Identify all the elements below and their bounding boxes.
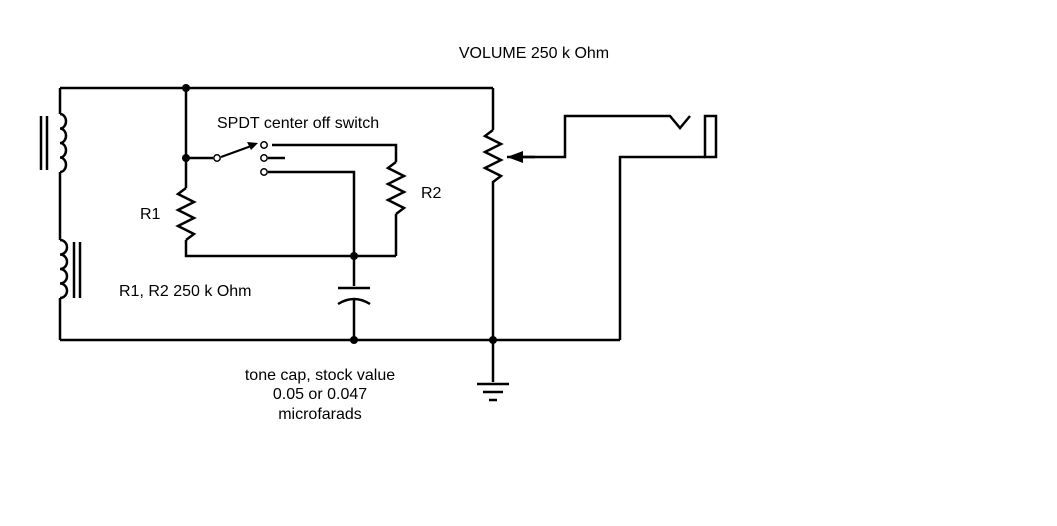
- tone-capacitor: [337, 256, 371, 340]
- output-jack: [703, 114, 718, 159]
- switch-common-terminal: [213, 154, 221, 162]
- main-wiring: [58, 86, 705, 382]
- ground-icon: [477, 382, 509, 402]
- switch-terminal-middle: [260, 154, 268, 162]
- r1-branch: [175, 88, 396, 258]
- r1-label: R1: [140, 206, 161, 223]
- cap-label-line2: 0.05 or 0.047: [273, 386, 367, 403]
- volume-label: VOLUME 250 k Ohm: [459, 45, 609, 62]
- switch-terminal-top: [260, 141, 268, 149]
- volume-potentiometer: [482, 129, 535, 186]
- junction-dot: [350, 336, 358, 344]
- pickup-coil-upper: [39, 112, 68, 174]
- resistor-values-label: R1, R2 250 k Ohm: [119, 283, 252, 300]
- switch-label: SPDT center off switch: [217, 115, 379, 132]
- cap-label-line3: microfarads: [278, 406, 362, 423]
- resistor-r2: [385, 161, 407, 215]
- spdt-switch: [186, 141, 356, 256]
- junction-dots: [182, 84, 497, 344]
- junction-dot: [182, 154, 190, 162]
- junction-dot: [350, 252, 358, 260]
- r2-branch: [272, 143, 407, 256]
- junction-dot: [489, 336, 497, 344]
- junction-dot: [182, 84, 190, 92]
- switch-terminal-bottom: [260, 168, 268, 176]
- resistor-r1: [175, 187, 197, 241]
- pickup-coil-lower: [59, 238, 82, 300]
- r2-label: R2: [421, 185, 442, 202]
- cap-label-line1: tone cap, stock value: [245, 367, 395, 384]
